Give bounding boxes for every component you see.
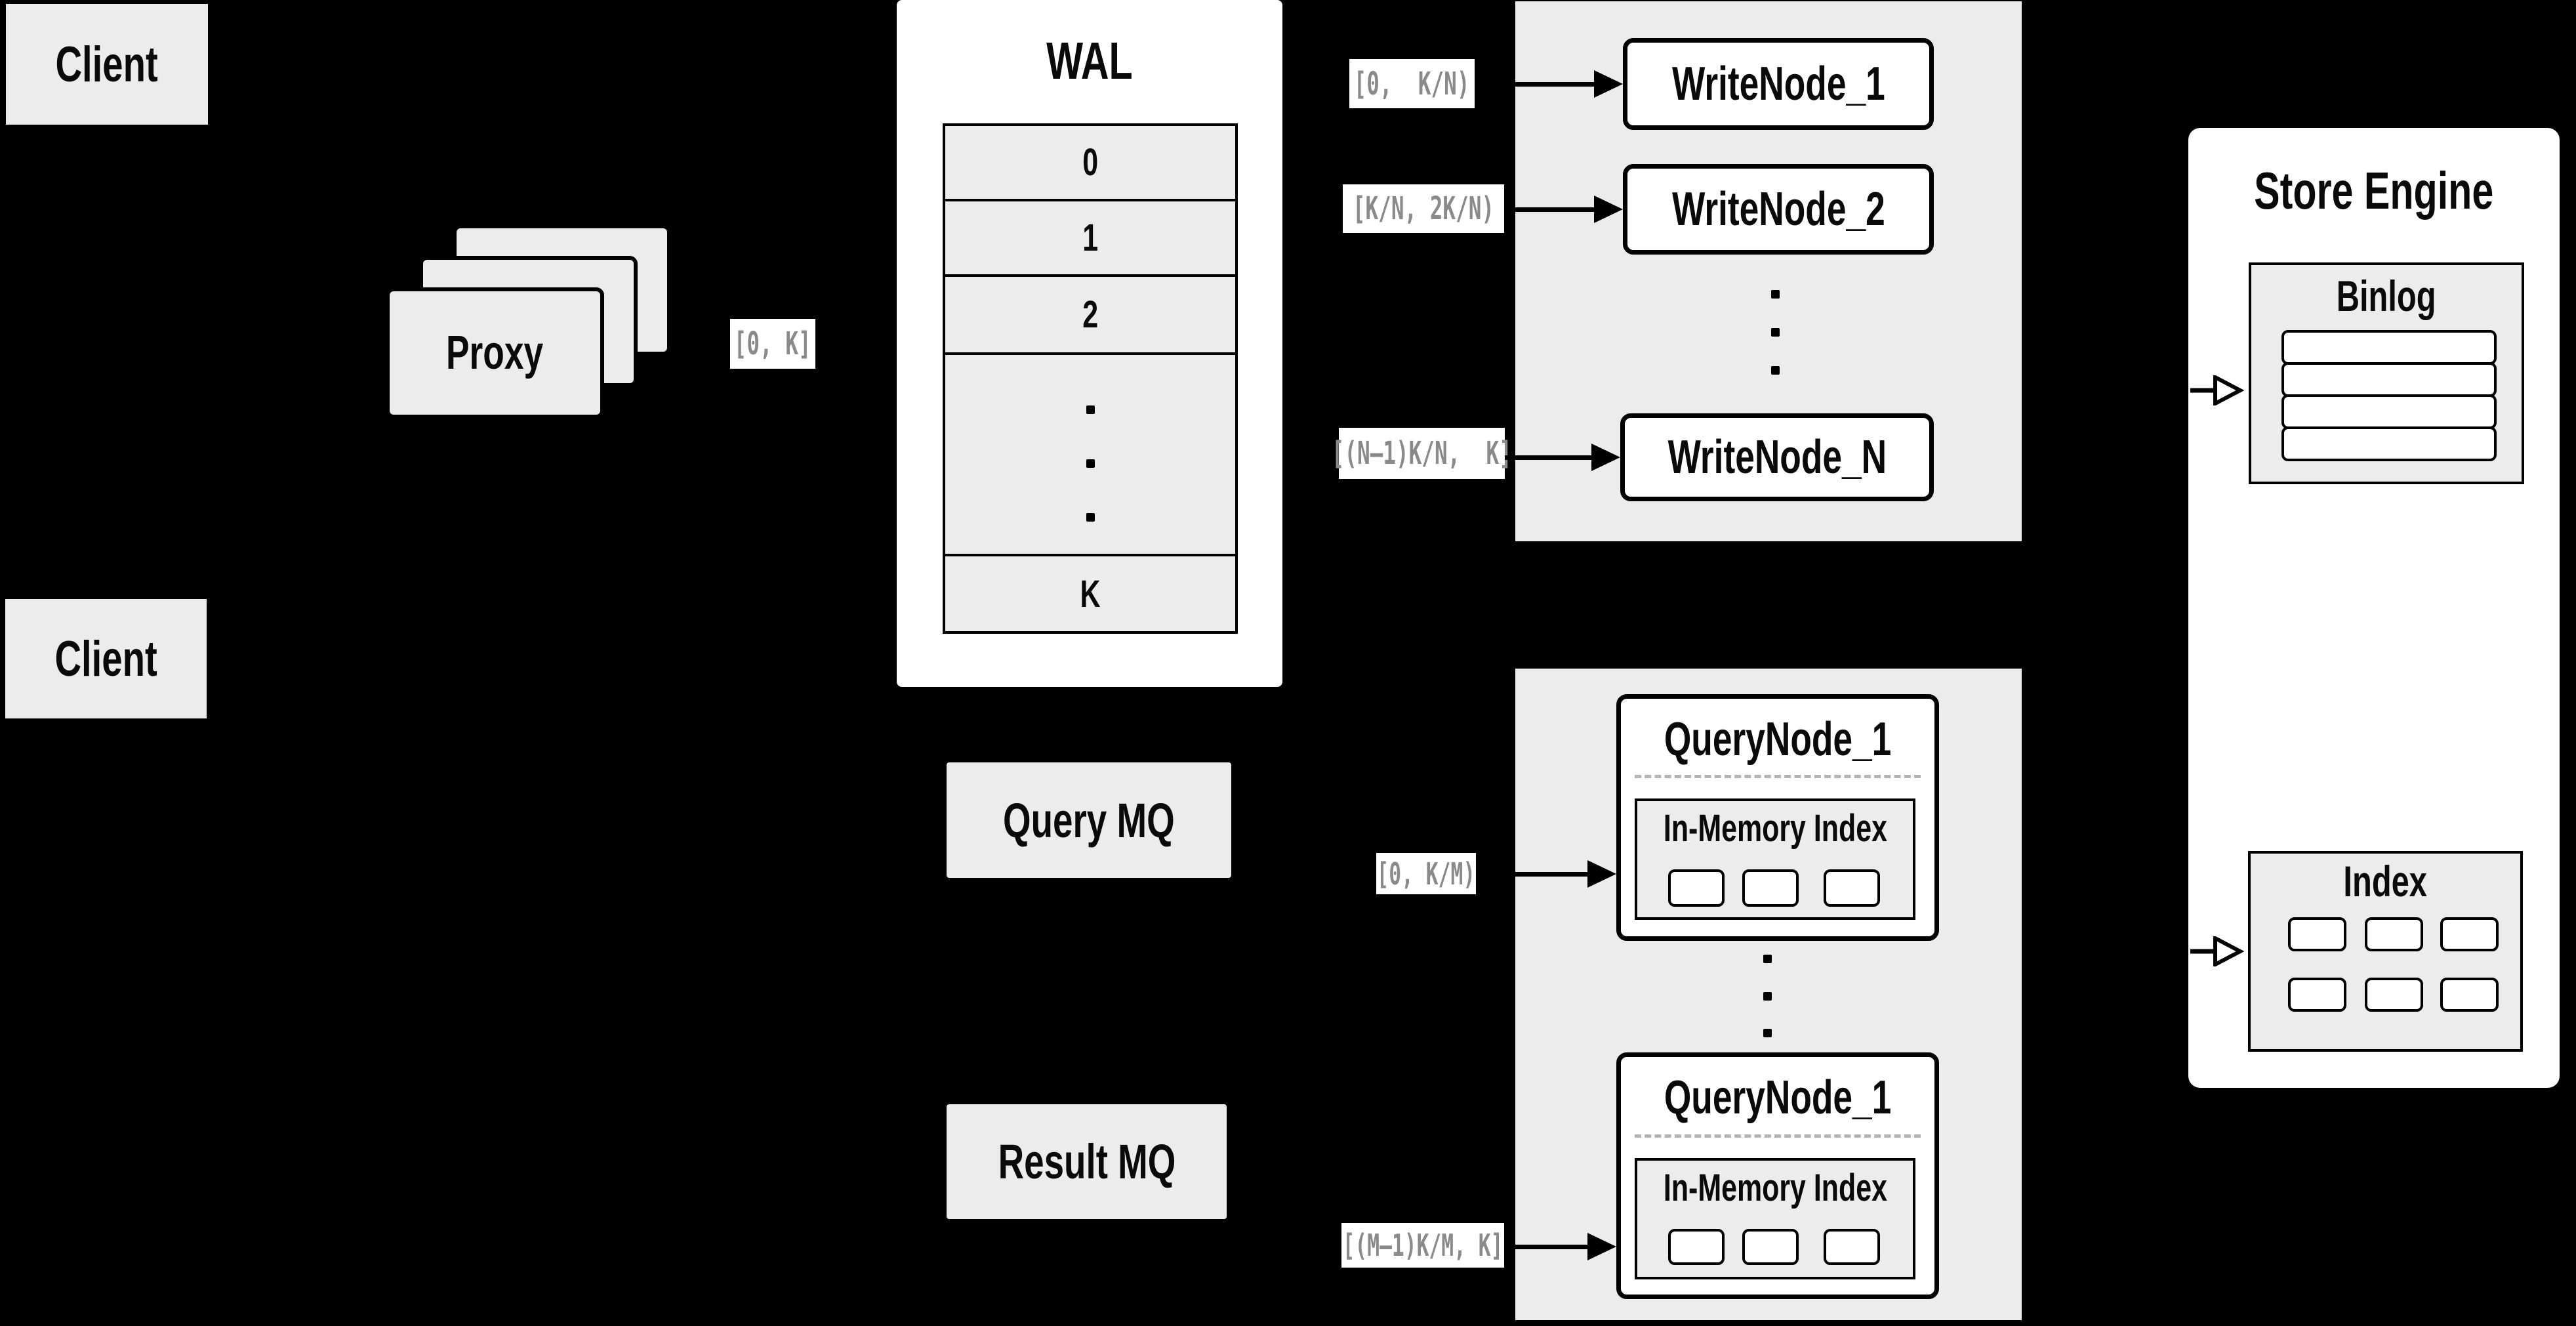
client-box-top: Client <box>6 4 208 125</box>
query-node-top-title: QueryNode_1 <box>1664 713 1892 766</box>
range-label-write-1: [0, K/N) <box>1349 59 1475 108</box>
memory-cell <box>1742 869 1799 907</box>
index-cell <box>2440 978 2499 1012</box>
range-label-write-n: [(N–1)K/N, K] <box>1332 428 1512 479</box>
range-label-proxy-out: [0, K] <box>730 319 815 369</box>
binlog-row <box>2281 426 2497 461</box>
open-arrow-icon <box>2190 375 2244 405</box>
range-label-write-2: [K/N, 2K/N) <box>1343 184 1504 233</box>
node-divider <box>1635 775 1921 778</box>
arrow-right-icon <box>1475 70 1623 98</box>
store-engine-title: Store Engine <box>2254 161 2494 220</box>
index-box <box>2248 851 2523 1052</box>
query-mq-box: Query MQ <box>947 762 1231 878</box>
binlog-row <box>2281 362 2497 397</box>
memory-cell <box>1668 869 1725 907</box>
index-cell <box>2365 917 2423 951</box>
wal-row-2: 2 <box>943 274 1238 355</box>
result-mq-box: Result MQ <box>947 1104 1227 1219</box>
in-memory-index-title-top: In-Memory Index <box>1663 806 1887 850</box>
client-box-bottom: Client <box>5 599 207 718</box>
wal-row-ellipsis <box>943 352 1238 556</box>
binlog-row <box>2281 394 2497 429</box>
range-label-query-m: [(M–1)K/M, K] <box>1341 1223 1504 1268</box>
memory-cell <box>1824 869 1880 907</box>
open-arrow-icon <box>2190 936 2244 966</box>
arrow-right-icon <box>1476 860 1616 888</box>
range-label-query-1: [0, K/M) <box>1376 853 1476 894</box>
binlog-row <box>2281 330 2497 365</box>
node-divider <box>1635 1134 1921 1138</box>
in-memory-index-title-bottom: In-Memory Index <box>1663 1166 1887 1209</box>
write-node-1: WriteNode_1 <box>1623 38 1934 130</box>
wal-row-1: 1 <box>943 199 1238 277</box>
memory-cell <box>1668 1229 1725 1265</box>
index-cell <box>2288 978 2346 1012</box>
wal-row-0: 0 <box>943 123 1238 201</box>
proxy-card-front: Proxy <box>386 287 604 419</box>
wal-title: WAL <box>1046 31 1133 90</box>
binlog-title: Binlog <box>2337 272 2436 320</box>
memory-cell <box>1742 1229 1799 1265</box>
index-cell <box>2440 917 2499 951</box>
memory-cell <box>1824 1229 1880 1265</box>
wal-row-k: K <box>943 554 1238 634</box>
arrow-right-icon <box>1505 443 1620 472</box>
write-node-2: WriteNode_2 <box>1623 164 1934 255</box>
index-cell <box>2365 978 2423 1012</box>
query-node-bottom-title: QueryNode_1 <box>1664 1071 1892 1124</box>
arrow-right-icon <box>1504 195 1623 224</box>
write-node-n: WriteNode_N <box>1620 413 1934 501</box>
index-cell <box>2288 917 2346 951</box>
arrow-right-icon <box>1504 1232 1616 1261</box>
index-title: Index <box>2343 857 2428 905</box>
